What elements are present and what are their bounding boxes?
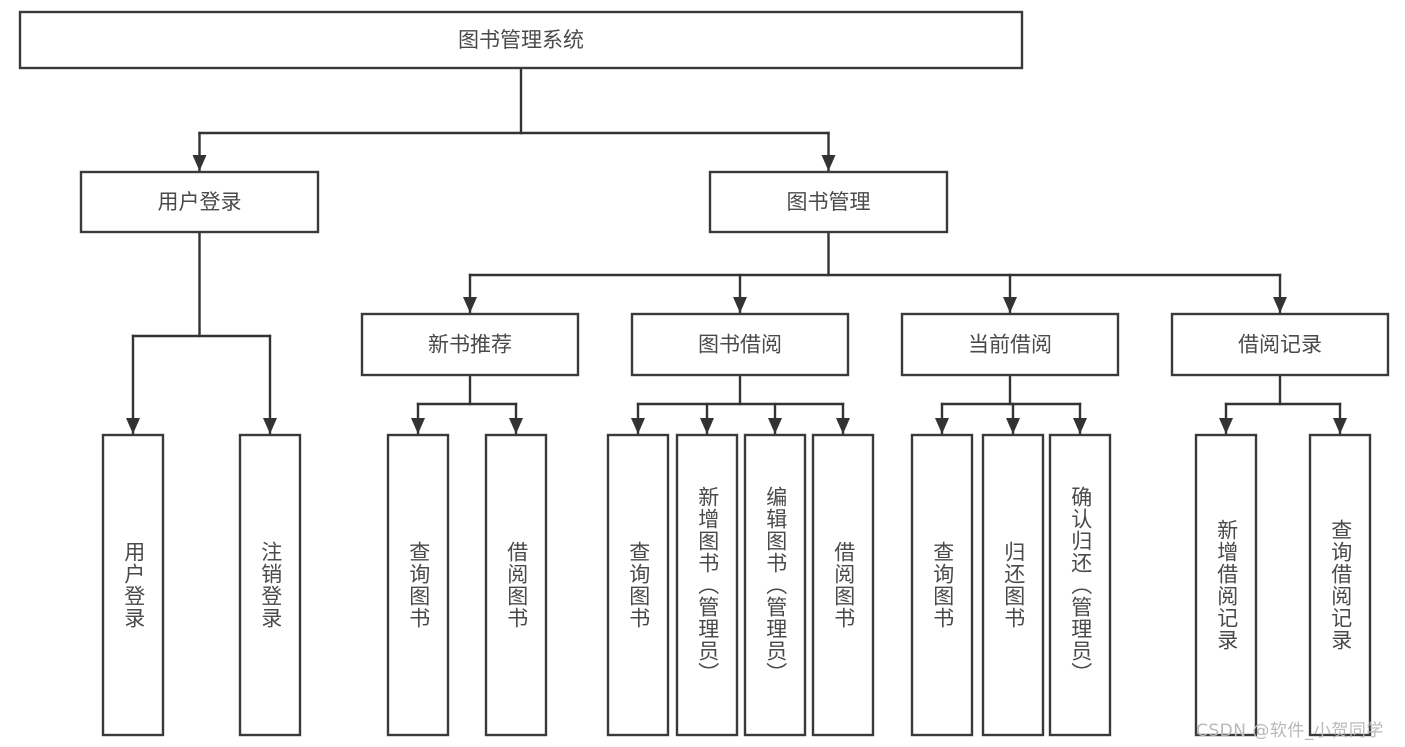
arrow-head — [1006, 418, 1020, 434]
node-label-root: 图书管理系统 — [458, 28, 584, 52]
node-box-new-book-recommend[interactable] — [360, 312, 580, 377]
node-box-user-logout[interactable] — [238, 433, 302, 737]
arrow-head — [263, 418, 277, 434]
node-box-borrow-book-2[interactable] — [811, 433, 875, 737]
arrow-head — [631, 418, 645, 434]
arrow-head — [935, 418, 949, 434]
node-label-book-borrow: 图书借阅 — [698, 333, 782, 357]
node-root-box[interactable] — [18, 10, 1024, 70]
arrow-head — [411, 418, 425, 434]
node-label-new-book-recommend: 新书推荐 — [428, 333, 512, 357]
node-box-user-login[interactable] — [79, 170, 320, 234]
node-box-borrow-record[interactable] — [1170, 312, 1390, 377]
boxes-layer — [18, 10, 1390, 737]
node-label-book-management: 图书管理 — [787, 190, 871, 214]
node-box-return-book[interactable] — [981, 433, 1045, 737]
connectors-layer — [126, 66, 1347, 435]
arrow-head — [821, 155, 836, 171]
watermark-csdn: CSDN @软件_小贺同学 — [1196, 721, 1384, 741]
node-box-query-book-2[interactable] — [606, 433, 670, 737]
arrow-head — [126, 418, 140, 434]
arrow-head — [192, 155, 207, 171]
node-box-add-borrow-record[interactable] — [1194, 433, 1258, 737]
arrow-head — [1273, 297, 1287, 313]
node-box-confirm-return-admin[interactable] — [1048, 433, 1112, 737]
node-box-current-borrow[interactable] — [900, 312, 1120, 377]
node-box-edit-book-admin[interactable] — [743, 433, 807, 737]
node-box-query-borrow-record[interactable] — [1308, 433, 1372, 737]
node-label-user-login: 用户登录 — [158, 190, 242, 214]
arrow-head — [700, 418, 714, 434]
arrow-head — [768, 418, 782, 434]
node-box-user-login-do[interactable] — [101, 433, 165, 737]
node-box-book-management[interactable] — [708, 170, 949, 234]
arrow-head — [1333, 418, 1347, 434]
arrow-head — [1003, 297, 1017, 313]
arrow-head — [463, 297, 477, 313]
node-box-query-book-1[interactable] — [386, 433, 450, 737]
arrow-head — [733, 297, 747, 313]
node-box-add-book-admin[interactable] — [675, 433, 739, 737]
node-label-borrow-record: 借阅记录 — [1238, 333, 1322, 357]
node-box-query-book-3[interactable] — [910, 433, 974, 737]
arrow-head — [1219, 418, 1233, 434]
node-box-book-borrow[interactable] — [630, 312, 850, 377]
node-label-current-borrow: 当前借阅 — [968, 333, 1052, 357]
arrow-head — [509, 418, 523, 434]
node-box-borrow-book-1[interactable] — [484, 433, 548, 737]
arrow-head — [836, 418, 850, 434]
arrow-head — [1073, 418, 1087, 434]
